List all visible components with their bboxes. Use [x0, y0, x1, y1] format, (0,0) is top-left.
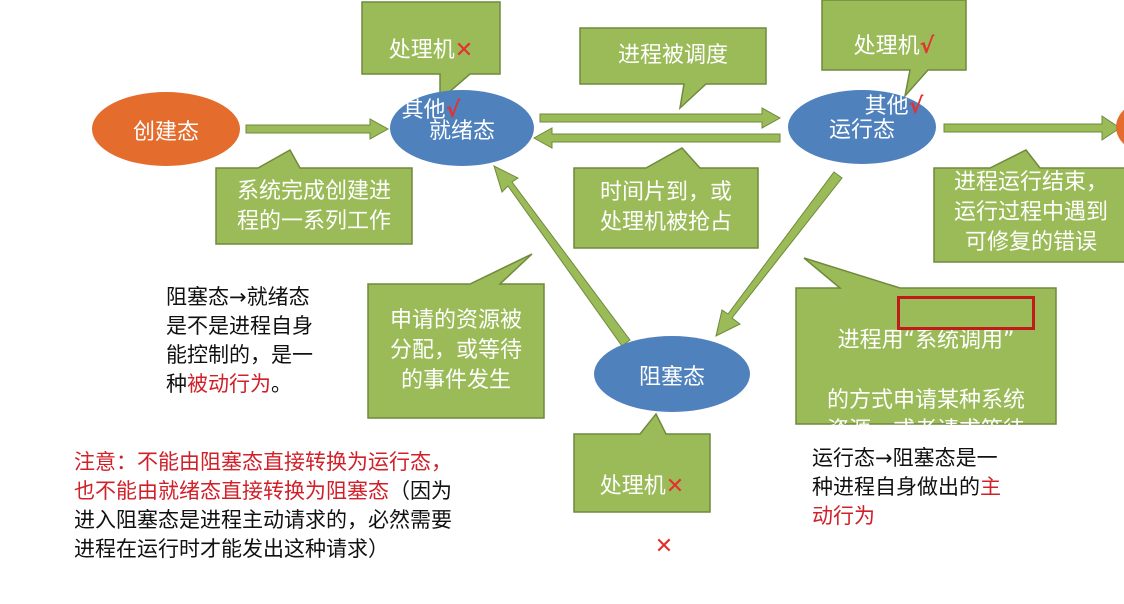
callout-ready-cpu-text: 处理机✕ 其他√ [388, 38, 474, 123]
cross-icon: ✕ [654, 534, 674, 559]
cross-icon: ✕ [665, 474, 685, 499]
check-icon: √ [445, 98, 461, 123]
callout-create-done [215, 148, 413, 245]
callout-blocked-cpu [573, 412, 711, 513]
callout-ready-cpu [361, 1, 501, 102]
cross-icon: ✕ [454, 38, 474, 63]
syscall-highlight: “系统调用” [903, 328, 1015, 353]
callout-scheduled-text: 进程被调度 [617, 43, 728, 68]
check-icon: √ [908, 94, 924, 119]
callout-run-end [933, 149, 1124, 263]
node-blocked-label: 阻塞态 [638, 365, 705, 390]
callout-blocked-cpu-text: 处理机✕ 其他✕ [599, 474, 685, 559]
note-running-to-blocked: 运行态→阻塞态是一 种进程自身做出的主 动行为 [812, 446, 1001, 528]
callout-syscall-text: 进程用“系统调用” 的方式申请某种系统 资源，或者请求等待 某个事件发生 [826, 328, 1025, 473]
arrow-blocked-to-ready [493, 165, 631, 347]
note-blocked-to-ready: 阻塞态→就绪态 是不是进程自身 能控制的，是一 种被动行为。 [166, 285, 313, 396]
note-warning: 注意：不能由阻塞态直接转换为运行态， 也不能由就绪态直接转换为阻塞态（因为 进入… [74, 450, 452, 561]
callout-syscall [795, 257, 1057, 425]
callout-run-end-text: 进程运行结束， 运行过程中遇到 可修复的错误 [953, 170, 1108, 255]
node-ready-label: 就绪态 [428, 119, 495, 144]
arrow-ready-to-running [539, 107, 782, 129]
callout-resource-alloc [367, 253, 545, 419]
node-created [92, 92, 240, 166]
arrow-running-to-blocked [715, 171, 843, 337]
node-blocked [594, 336, 750, 412]
check-icon: √ [919, 34, 935, 59]
callout-running-cpu [821, 0, 967, 99]
syscall-highlight-box [897, 296, 1035, 330]
callout-resource-alloc-text: 申请的资源被 分配，或等待 的事件发生 [389, 308, 522, 393]
node-created-label: 创建态 [132, 120, 199, 145]
callout-running-cpu-text: 处理机√ 其他√ [853, 34, 935, 119]
arrow-created-to-ready [245, 118, 390, 140]
node-running [788, 90, 936, 164]
callout-timeslice-text: 时间片到，或 处理机被抢占 [599, 180, 732, 235]
callout-scheduled [579, 27, 767, 111]
arrow-running-to-terminated [943, 115, 1121, 141]
callout-timeslice [573, 147, 759, 249]
callout-create-done-text: 系统完成创建进 程的一系列工作 [236, 179, 391, 234]
node-running-label: 运行态 [828, 118, 895, 143]
node-terminated [1116, 109, 1124, 145]
node-ready [390, 90, 534, 166]
arrow-running-to-ready [532, 127, 781, 149]
